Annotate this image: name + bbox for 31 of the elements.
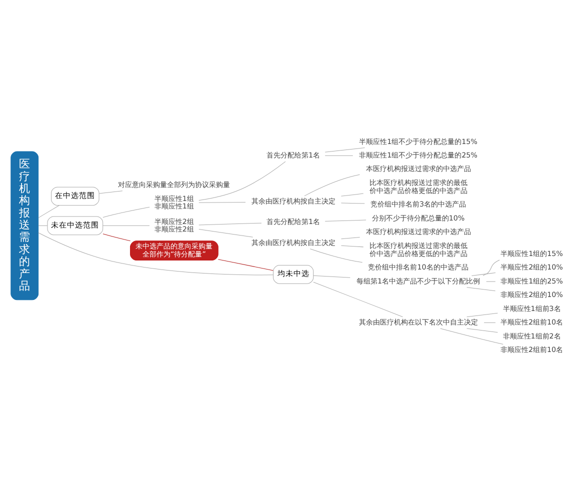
connector — [324, 146, 366, 152]
connector — [304, 174, 360, 196]
connector — [440, 328, 504, 344]
connector — [218, 258, 274, 270]
connector — [340, 244, 364, 247]
connector — [198, 222, 262, 225]
connector — [340, 202, 365, 204]
connector — [466, 286, 496, 291]
connector — [38, 232, 274, 275]
connector — [198, 201, 246, 202]
connector — [38, 204, 60, 218]
connector — [38, 224, 48, 226]
connector — [324, 154, 354, 156]
connector — [313, 274, 350, 278]
connector — [198, 228, 254, 237]
connector — [102, 224, 150, 226]
connector — [486, 280, 496, 282]
connector — [466, 312, 498, 317]
connector — [102, 206, 150, 218]
connector — [324, 219, 366, 221]
connector — [482, 259, 500, 276]
node-box: 医疗机构报送需求的产品 — [10, 150, 39, 300]
connector — [98, 190, 123, 194]
connector — [313, 281, 403, 317]
connector — [198, 160, 286, 200]
connector — [310, 248, 363, 262]
connector — [340, 236, 360, 239]
connector — [102, 233, 131, 241]
connector — [340, 192, 364, 196]
connector — [471, 272, 496, 276]
connector — [466, 328, 498, 332]
